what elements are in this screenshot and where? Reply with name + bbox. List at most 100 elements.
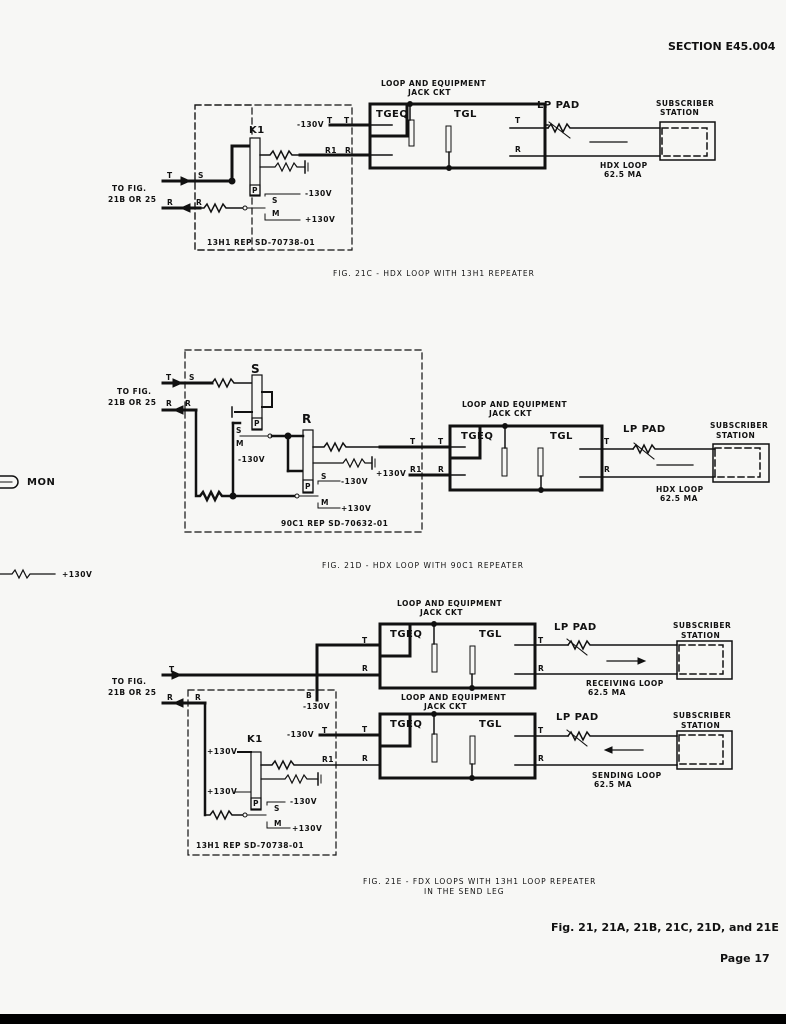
- fig21e-jack2-t: T: [538, 726, 544, 735]
- fig21e-tgl2-label: TGL: [479, 719, 502, 730]
- fig21e-send-station: [676, 730, 733, 770]
- fig21e-caption-1: FIG. 21E - FDX LOOPS WITH 13H1 LOOP REPE…: [363, 877, 597, 886]
- figures-footer: Fig. 21, 21A, 21B, 21C, 21D, and 21E: [551, 921, 779, 934]
- fig21d-p2: P: [305, 482, 311, 491]
- fig21c-neg130-s: -130V: [305, 189, 333, 198]
- fig21e-k1-relay: [250, 751, 262, 811]
- fig21c-r: R: [345, 146, 352, 155]
- fig21c-jack-r: R: [515, 145, 522, 154]
- fig21e-station1-label-2: STATION: [681, 631, 721, 640]
- fig21e-neg130-t: -130V: [287, 730, 315, 739]
- fig21c-m: M: [272, 209, 280, 218]
- r-arrow-icon: [172, 698, 184, 708]
- send-direction-arrow-icon: [603, 746, 613, 754]
- fig21c-lp-pad-label: LP PAD: [537, 100, 580, 111]
- r-arrow-icon: [172, 405, 184, 415]
- fig21e-jack2-title-1: LOOP AND EQUIPMENT: [401, 693, 507, 702]
- fig21e-r1-label: R1: [322, 755, 334, 764]
- fig21e-r-lower: R: [362, 754, 369, 763]
- fig21c-t2: T: [344, 116, 350, 125]
- fig21d-lp-pad-label: LP PAD: [623, 424, 666, 435]
- fig21d-r1: R1: [410, 465, 422, 474]
- fig21e-jack1-t: T: [538, 636, 544, 645]
- fig21d-station-label-2: STATION: [716, 431, 756, 440]
- fig21d-m2: M: [321, 498, 329, 507]
- fig21d-caption: FIG. 21D - HDX LOOP WITH 90C1 REPEATER: [322, 561, 524, 570]
- margin-resistor-icon: [0, 568, 56, 580]
- fig21e-pos130-a: +130V: [207, 747, 238, 756]
- fig21c-caption: FIG. 21C - HDX LOOP WITH 13H1 REPEATER: [333, 269, 535, 278]
- fig21c-in-r2: R: [196, 198, 203, 207]
- fig21e-t-label: T: [322, 726, 328, 735]
- fig21e-jack1-title-2: JACK CKT: [420, 608, 463, 617]
- fig21c-p: P: [252, 186, 258, 195]
- fig21d-station-label-1: SUBSCRIBER: [710, 421, 769, 430]
- fig21e-wiring: [161, 621, 733, 856]
- fig21d-wiring: [161, 349, 770, 533]
- fig21c-s: S: [272, 196, 278, 205]
- fig21e-lp-pad2-label: LP PAD: [556, 712, 599, 723]
- fig21d-loop-label-1: HDX LOOP: [656, 485, 704, 494]
- fig21e-station1-label-1: SUBSCRIBER: [673, 621, 732, 630]
- fig21c-subscriber-station: [659, 121, 716, 161]
- fig21d-t2: T: [438, 437, 444, 446]
- fig21e-r-upper: R: [362, 664, 369, 673]
- fig21e-in-r: R: [167, 693, 174, 702]
- fig21e-to-fig-1: TO FIG.: [112, 677, 147, 686]
- fig21c-tgl-label: TGL: [454, 109, 477, 120]
- t-arrow-icon: [171, 670, 183, 680]
- fig21e-tgeq2-label: TGEQ: [390, 719, 423, 730]
- relay-r: [302, 429, 314, 494]
- fig21d-neg130-b: -130V: [341, 477, 369, 486]
- fig21e-t-lower: T: [362, 725, 368, 734]
- fig21c-station-label-2: STATION: [660, 108, 700, 117]
- fig21d-to-fig-2: 21B OR 25: [108, 398, 157, 407]
- fig21e-neg130-b: -130V: [303, 702, 331, 711]
- fig21d-in-r2: R: [185, 399, 192, 408]
- fig21d-jack-title-1: LOOP AND EQUIPMENT: [462, 400, 568, 409]
- fig21e-receiving-label-1: RECEIVING LOOP: [586, 679, 664, 688]
- fig21e-sending-label-2: 62.5 MA: [594, 780, 632, 789]
- fig21d-in-t: T: [166, 373, 172, 382]
- fig21e-in-r2: R: [195, 693, 202, 702]
- fig21c-to-fig-1: TO FIG.: [112, 184, 147, 193]
- fig21c-t1: T: [327, 116, 333, 125]
- fig21e-s: S: [274, 804, 280, 813]
- fig21c-neg130-label: -130V: [297, 120, 325, 129]
- fig21d-neg130-a: -130V: [238, 455, 266, 464]
- mon-jack-icon: [0, 475, 19, 489]
- section-number: SECTION E45.004: [668, 40, 776, 53]
- page-number: Page 17: [720, 952, 770, 965]
- fig21d-in-r: R: [166, 399, 173, 408]
- fig21e-receive-station: [676, 640, 733, 680]
- fig21c-to-fig-2: 21B OR 25: [108, 195, 157, 204]
- fig21e-sending-label-1: SENDING LOOP: [592, 771, 662, 780]
- fig21e-in-t: T: [169, 665, 175, 674]
- fig21c-repeater-label: 13H1 REP SD-70738-01: [207, 238, 316, 247]
- fig21d-to-fig-1: TO FIG.: [117, 387, 152, 396]
- margin-voltage-label: +130V: [62, 570, 93, 579]
- fig21c-loop-label-1: HDX LOOP: [600, 161, 648, 170]
- fig21c-wiring: [161, 101, 716, 251]
- fig21d-jack-r: R: [604, 465, 611, 474]
- scan-edge: [0, 1014, 786, 1024]
- fig21d-jack-title-2: JACK CKT: [489, 409, 532, 418]
- fig21d-m1: M: [236, 439, 244, 448]
- fig21c-loop-label-2: 62.5 MA: [604, 170, 642, 179]
- fig21d-pos130-b: +130V: [341, 504, 372, 513]
- fig21e-repeater-box: [187, 689, 337, 856]
- fig21e-t-upper: T: [362, 636, 368, 645]
- fig21d-p1: P: [254, 419, 260, 428]
- fig21d-relay-r-label: R: [302, 412, 312, 426]
- fig21d-tgeq-label: TGEQ: [461, 431, 494, 442]
- fig21d-subscriber-station: [712, 443, 770, 483]
- fig21e-pos130-b: +130V: [207, 787, 238, 796]
- relay-s: [251, 374, 263, 431]
- fig21c-jack-title-1: LOOP AND EQUIPMENT: [381, 79, 487, 88]
- fig21e-jack2-r: R: [538, 754, 545, 763]
- fig21d-jack-t: T: [604, 437, 610, 446]
- fig21e-caption-2: IN THE SEND LEG: [424, 887, 505, 896]
- fig21c-r1: R1: [325, 146, 337, 155]
- fig21d-pos130-a: +130V: [376, 469, 407, 478]
